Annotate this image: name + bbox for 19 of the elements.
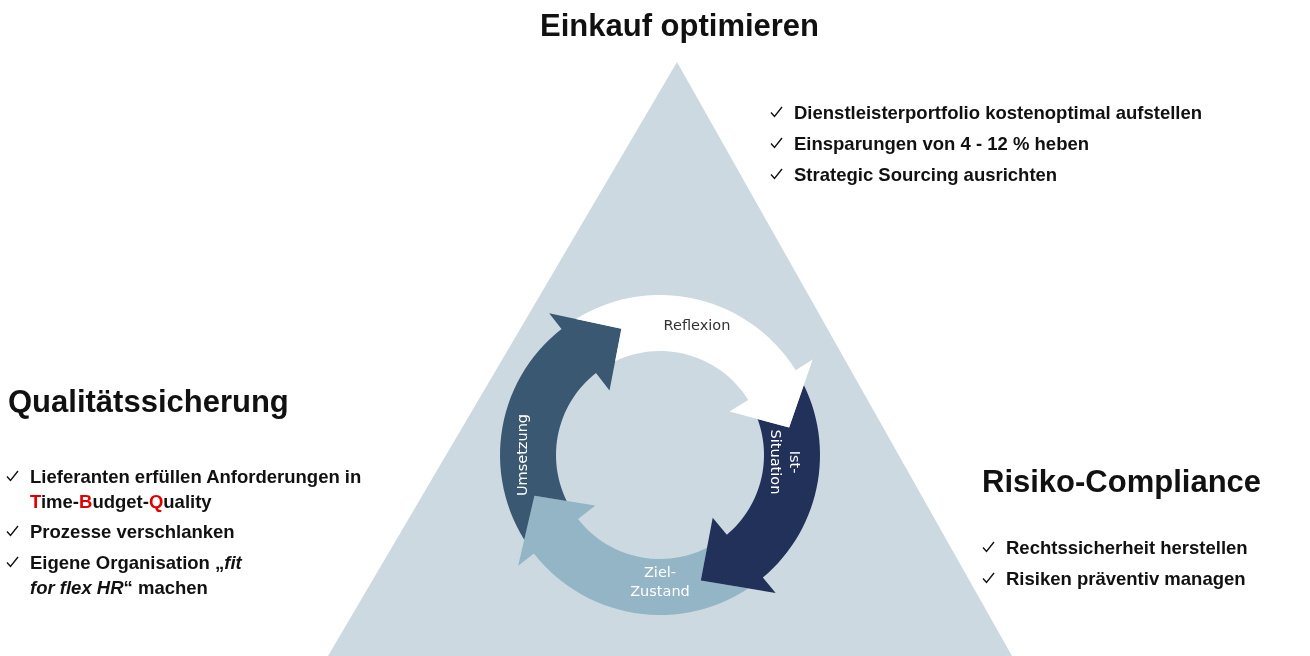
bullet-text: Rechtssicherheit herstellen: [1006, 536, 1248, 560]
bullet-text: Dienstleisterportfolio kostenoptimal aufstellen: [794, 101, 1203, 125]
cycle-segment: [518, 495, 749, 615]
section-heading: Einkauf optimieren: [540, 8, 820, 44]
cycle-segment: [575, 295, 813, 428]
stage-label: Reflexion: [662, 315, 732, 335]
bullet-text: Lieferanten erfüllen Anforderungen in Time-Budget-Quality: [30, 465, 363, 514]
bullet-text: Eigene Organisation „fit for flex HR“ machen: [30, 551, 244, 600]
bullet-text: Prozesse verschlanken: [30, 520, 235, 544]
bullet-text: Einsparungen von 4 - 12 % heben: [794, 132, 1090, 156]
cycle-segment: [500, 313, 622, 540]
stage-label: Ist- Situation: [767, 428, 804, 497]
section-heading: Risiko-Compliance: [982, 464, 1262, 500]
cycle-segment: [700, 385, 820, 593]
stage-label: Ziel- Zustand: [629, 563, 691, 601]
section-heading: Qualitätssicherung: [8, 384, 289, 420]
bullet-text: Strategic Sourcing ausrichten: [794, 163, 1058, 187]
bullet-text: Risiken präventiv managen: [1006, 567, 1246, 591]
stage-label: Umsetzung: [512, 412, 531, 499]
